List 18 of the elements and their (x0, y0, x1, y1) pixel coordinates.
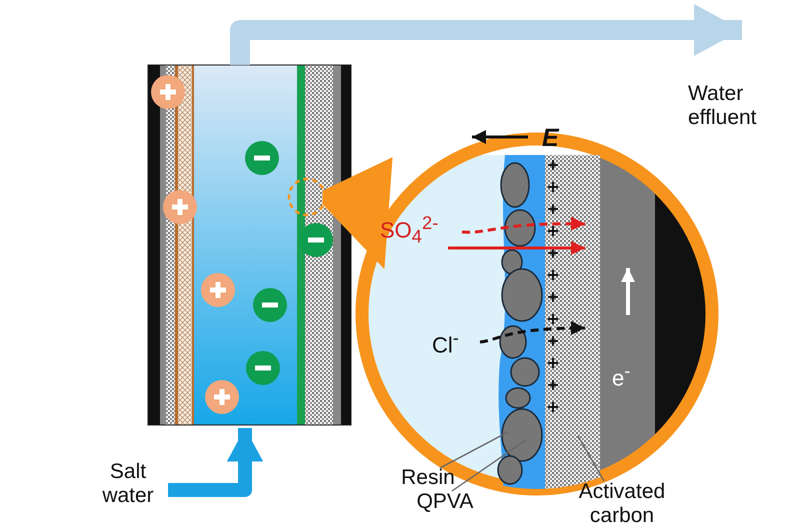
ion-arrow (462, 216, 586, 234)
node-label: Salt water (102, 460, 154, 507)
zoom-circle (288, 178, 326, 216)
node-label: Water effluent (688, 82, 757, 129)
ion-label: e$^{-}$ (612, 360, 630, 392)
field-label: E (542, 124, 559, 153)
leader-line (452, 439, 526, 492)
ion-arrow (448, 241, 585, 255)
node-label: Activated carbon (578, 480, 666, 527)
node-label: Resin (401, 466, 455, 489)
cell-drawing (148, 64, 352, 426)
magnifier-wedge (322, 157, 393, 270)
leader-line (440, 431, 508, 469)
flow-arrow (230, 4, 742, 65)
ion-label: Cl$^{-}$ (432, 327, 459, 358)
flow-arrow (168, 428, 264, 497)
ion-arrow (480, 321, 586, 344)
node-label: QPVA (416, 490, 474, 513)
